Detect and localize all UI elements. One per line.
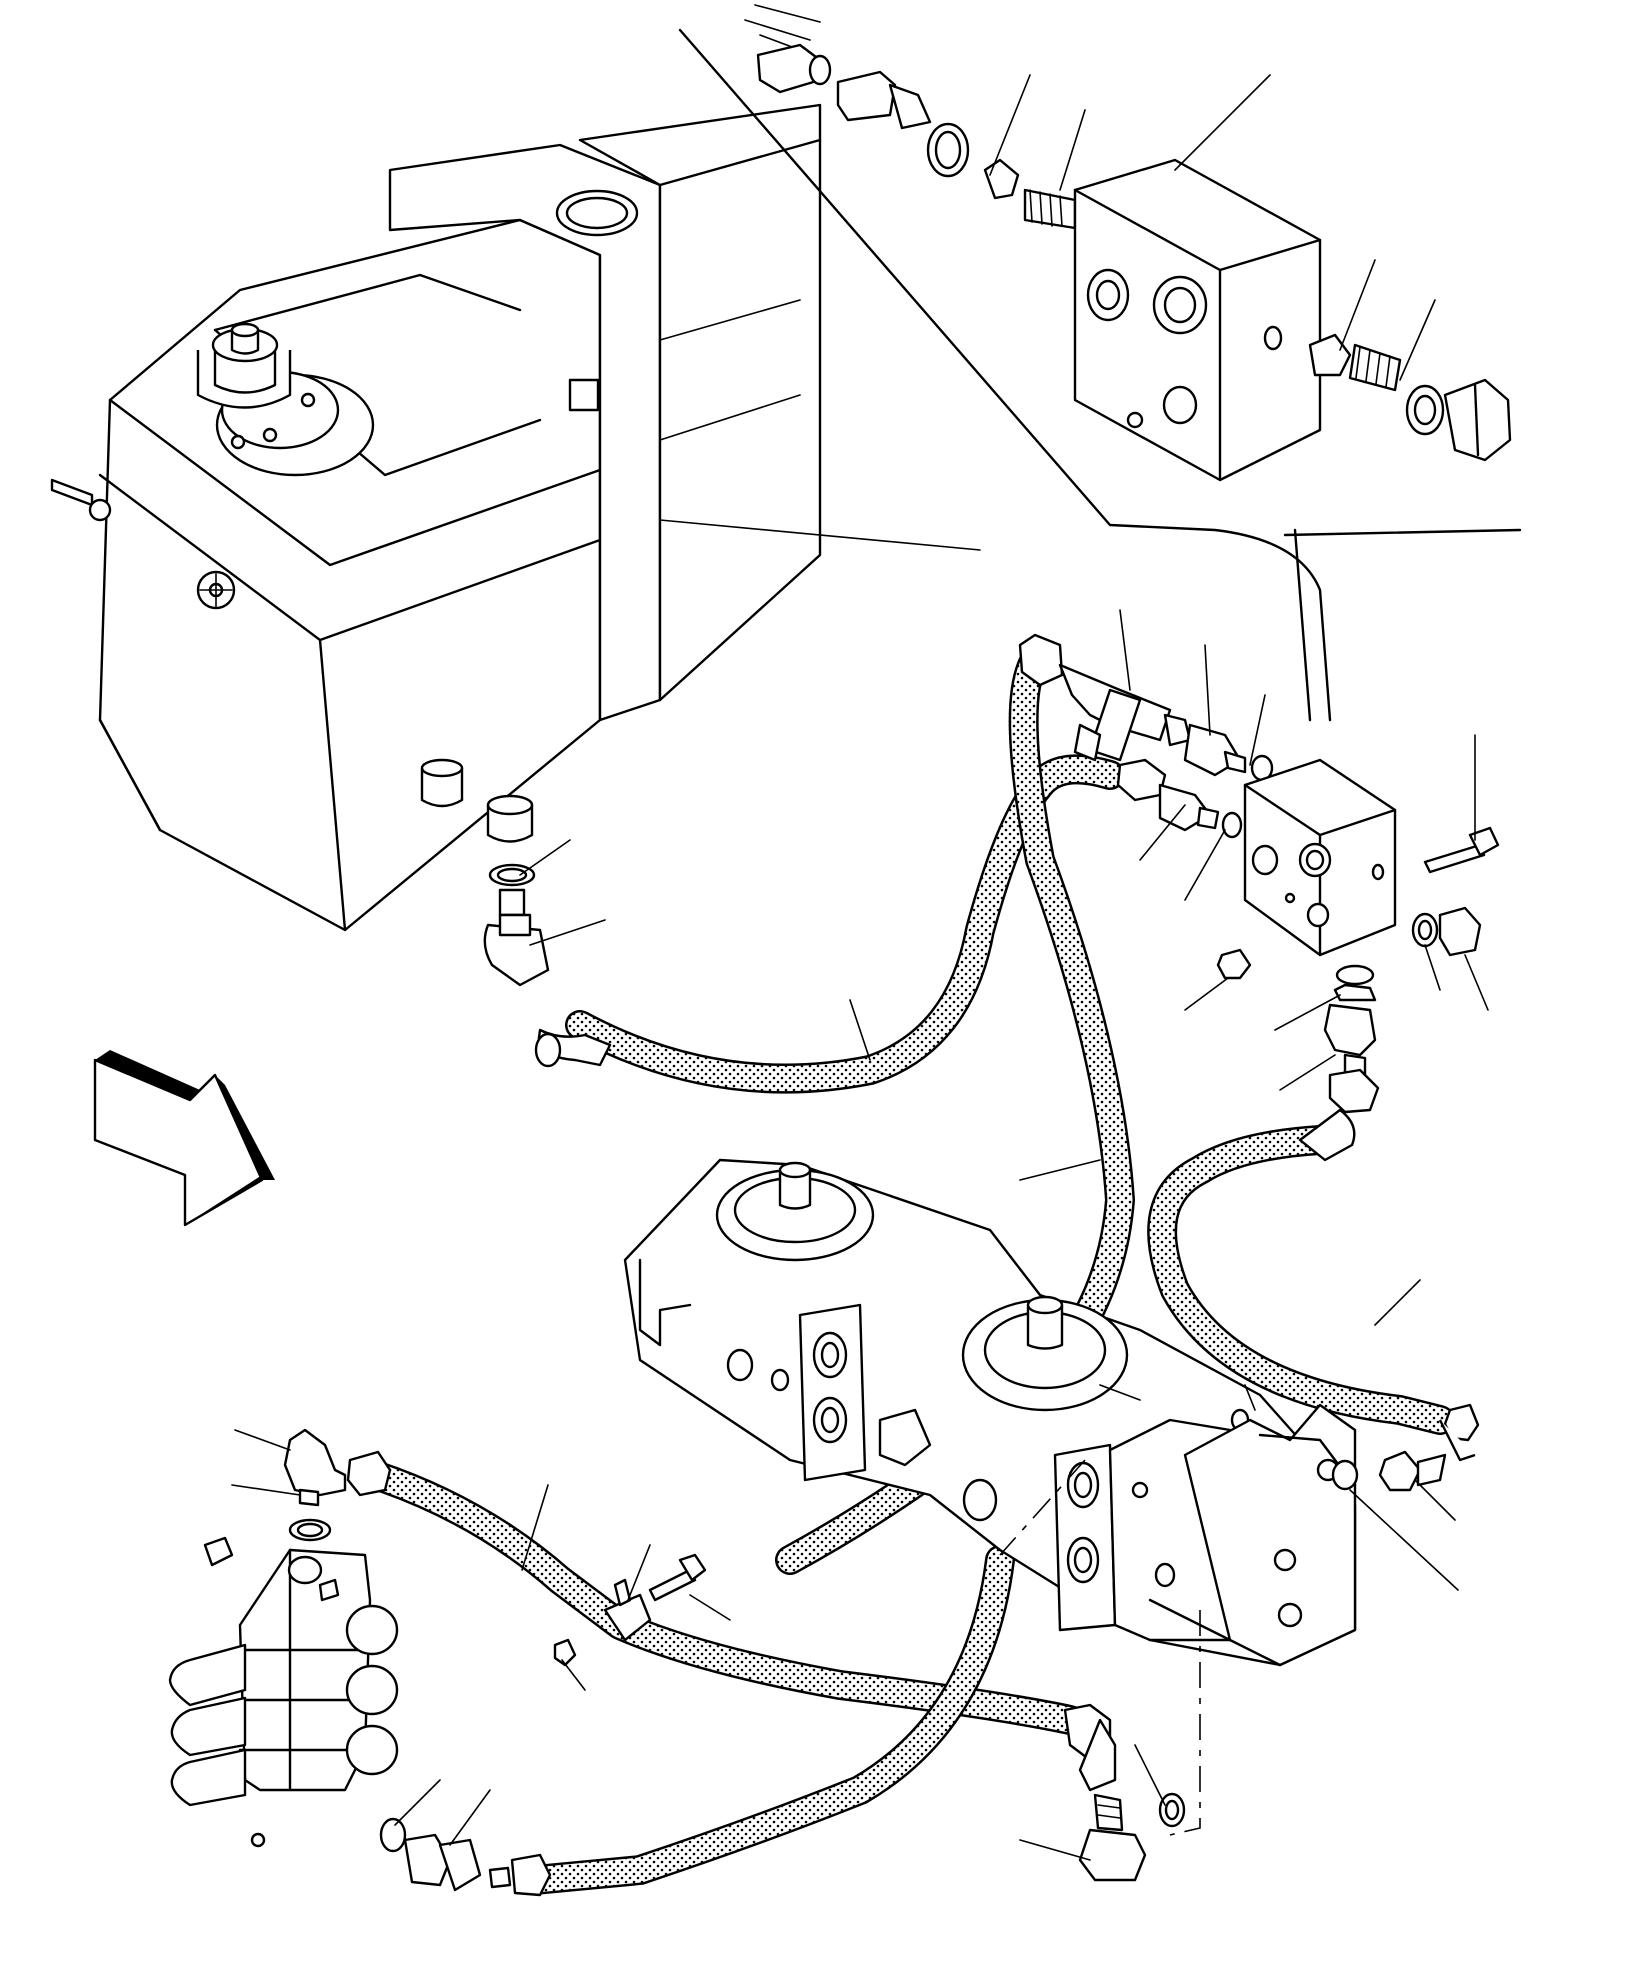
- block-to-pump-hose: [1147, 1125, 1455, 1435]
- filler-cap: [196, 322, 375, 477]
- tank-outlet-fittings: [483, 863, 612, 1068]
- tandem-gear-pump: [623, 1158, 1480, 1667]
- relief-valve-block: [1216, 758, 1500, 1162]
- valve-return-hose: [520, 1545, 1015, 1895]
- lower-right-fittings: [1063, 1703, 1186, 1882]
- lower-left-fittings: [379, 1817, 552, 1897]
- center-lines: [999, 1459, 1201, 1836]
- hydraulic-tank: [50, 103, 981, 932]
- callout-leaders: [231, 74, 1489, 1861]
- block-fittings: [1018, 633, 1274, 839]
- hose-clamp: [553, 1553, 707, 1667]
- relief-valve-block-exploded: [678, 4, 1522, 722]
- pump-to-valve-hose: [360, 1460, 1085, 1735]
- direction-arrow: [93, 1050, 275, 1227]
- hoses: [360, 645, 1455, 1895]
- valve-top-fittings: [283, 1428, 392, 1542]
- control-valve-bank: [168, 1536, 399, 1848]
